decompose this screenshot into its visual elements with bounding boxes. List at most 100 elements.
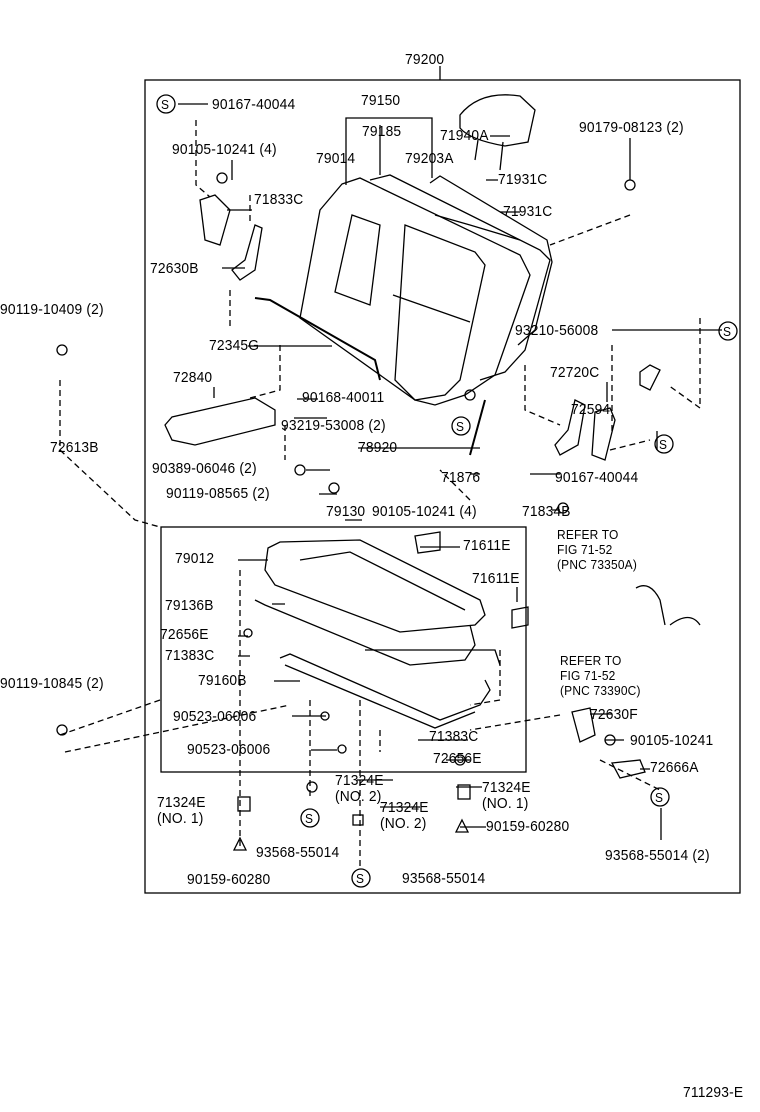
bracket-illustration	[571, 707, 596, 743]
clip-illustration	[511, 606, 529, 629]
part-qualifier: (NO. 2)	[335, 788, 382, 805]
assembly-number-label: 79200	[405, 51, 445, 68]
s-symbol: S	[305, 811, 314, 826]
s-symbol: S	[659, 437, 668, 452]
part-label[interactable]: 71324E (NO. 2)	[335, 773, 384, 805]
part-label[interactable]: 72840	[173, 369, 213, 386]
part-label[interactable]: 79160B	[198, 672, 247, 689]
part-label[interactable]: 72666A	[650, 759, 699, 776]
belt-illustration	[635, 585, 701, 626]
s-symbol: S	[723, 324, 732, 339]
part-qualifier: (NO. 1)	[157, 810, 204, 827]
part-label[interactable]: 79150	[361, 92, 401, 109]
part-label[interactable]: 71383C	[165, 647, 215, 664]
strut-illustration	[469, 399, 486, 456]
part-label[interactable]: 71833C	[254, 191, 304, 208]
s-symbol: S	[161, 97, 170, 112]
clip-illustration	[414, 531, 441, 554]
reference-line: (PNC 73390C)	[560, 683, 641, 698]
s-symbol: S	[356, 871, 365, 886]
reference-note: REFER TO FIG 71-52 (PNC 73350A)	[557, 527, 637, 572]
seatback-illustration	[254, 94, 553, 406]
part-label[interactable]: 72345G	[209, 337, 260, 354]
part-label[interactable]: 90159-60280	[187, 871, 271, 888]
part-label[interactable]: 71383C	[429, 728, 479, 745]
part-number: 71324E	[380, 799, 429, 816]
part-qualifier: (NO. 1)	[482, 795, 529, 812]
part-label[interactable]: 90119-10409 (2)	[0, 301, 104, 318]
part-label[interactable]: 71611E	[472, 570, 520, 587]
part-label[interactable]: 90168-40011	[302, 389, 385, 406]
reference-line: FIG 71-52	[557, 542, 613, 557]
s-symbol: S	[655, 790, 664, 805]
part-label[interactable]: 71324E (NO. 1)	[482, 780, 531, 812]
part-number: 71324E	[482, 779, 531, 796]
reference-line: REFER TO	[560, 653, 622, 668]
part-label[interactable]: 72613B	[50, 439, 99, 456]
assembly-frame	[144, 79, 741, 894]
part-label[interactable]: 90389-06046 (2)	[152, 460, 257, 477]
part-label[interactable]: 90119-08565 (2)	[166, 485, 270, 502]
part-qualifier: (NO. 2)	[380, 815, 427, 832]
headrest-illustration	[459, 94, 536, 147]
part-label[interactable]: 72656E	[433, 750, 482, 767]
part-label[interactable]: 90159-60280	[486, 818, 570, 835]
part-label[interactable]: 79130	[326, 503, 366, 520]
fasteners	[56, 172, 636, 851]
part-label[interactable]: 90523-06006	[187, 741, 271, 758]
s-symbol: S	[456, 419, 465, 434]
part-label[interactable]: 71876	[441, 469, 481, 486]
part-label[interactable]: 79012	[175, 550, 215, 567]
part-label[interactable]: 79014	[316, 150, 356, 167]
part-label[interactable]: 71931C	[498, 171, 548, 188]
part-label[interactable]: 72630B	[150, 260, 199, 277]
part-number: 71324E	[157, 794, 206, 811]
part-label[interactable]: 71940A	[440, 127, 489, 144]
part-label[interactable]: 93568-55014	[256, 844, 340, 861]
bracket-illustration	[610, 759, 646, 779]
part-label[interactable]: 90105-10241 (4)	[372, 503, 477, 520]
part-number: 71324E	[335, 772, 384, 789]
part-label[interactable]: 90167-40044	[212, 96, 296, 113]
part-label[interactable]: 79203A	[405, 150, 454, 167]
leader-line	[345, 117, 433, 185]
hinge-illustration	[231, 224, 263, 281]
part-label[interactable]: 90105-10241 (4)	[172, 141, 277, 158]
part-label[interactable]: 90523-06006	[173, 708, 257, 725]
part-label[interactable]: 93210-56008	[515, 322, 599, 339]
reference-line: REFER TO	[557, 527, 619, 542]
armrest-illustration	[164, 397, 276, 446]
part-label[interactable]: 90167-40044	[555, 469, 639, 486]
s-symbols	[156, 94, 738, 888]
part-label[interactable]: 90119-10845 (2)	[0, 675, 104, 692]
part-label[interactable]: 79185	[362, 123, 402, 140]
hinge-illustration	[554, 399, 586, 456]
part-label[interactable]: 93568-55014 (2)	[605, 847, 710, 864]
part-label[interactable]: 93568-55014	[402, 870, 486, 887]
part-label[interactable]: 78920	[358, 439, 398, 456]
cover-illustration	[639, 364, 661, 391]
part-label[interactable]: 71324E (NO. 1)	[157, 795, 206, 827]
part-label[interactable]: 90105-10241	[630, 732, 714, 749]
part-label[interactable]: 90179-08123 (2)	[579, 119, 684, 136]
part-label[interactable]: 93219-53008 (2)	[281, 417, 386, 434]
dashed-reference-lines	[59, 120, 701, 870]
reference-note: REFER TO FIG 71-52 (PNC 73390C)	[560, 653, 641, 698]
leader-lines	[178, 103, 722, 840]
part-label[interactable]: 71324E (NO. 2)	[380, 800, 429, 832]
part-label[interactable]: 71931C	[503, 203, 553, 220]
hinge-cover-illustration	[591, 407, 616, 461]
part-label[interactable]: 71611E	[463, 537, 511, 554]
part-label[interactable]: 71834B	[522, 503, 571, 520]
part-label[interactable]: 72630F	[590, 706, 638, 723]
reference-line: FIG 71-52	[560, 668, 616, 683]
cushion-subassembly-frame	[160, 526, 527, 773]
part-label[interactable]: 72656E	[160, 626, 209, 643]
hinge-cover-illustration	[199, 194, 231, 246]
part-label[interactable]: 72720C	[550, 364, 600, 381]
reference-line: (PNC 73350A)	[557, 557, 637, 572]
part-label[interactable]: 79136B	[165, 597, 214, 614]
part-label[interactable]: 72594	[571, 401, 611, 418]
seat-cushion-illustration	[254, 539, 501, 729]
